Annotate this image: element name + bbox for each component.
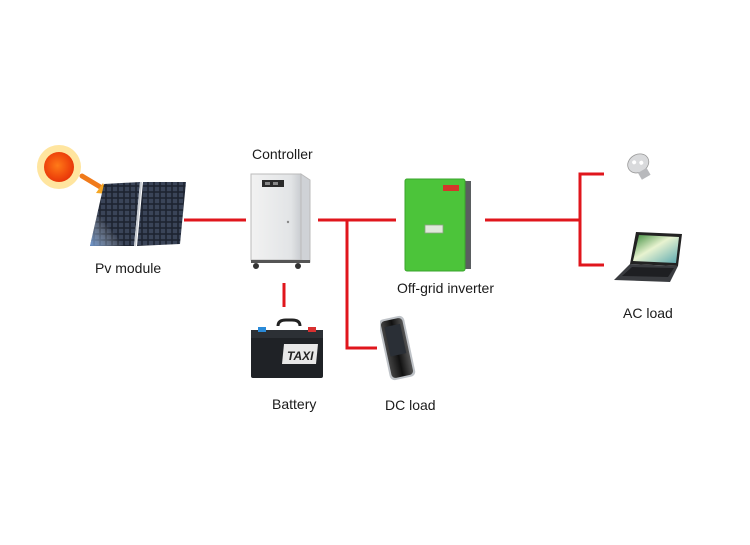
inverter-icon <box>403 177 475 278</box>
solar-panel-icon <box>88 180 188 255</box>
wire-ac-bus <box>578 172 604 267</box>
battery-brand-text: TAXI <box>287 349 314 363</box>
pv-module-label: Pv module <box>95 260 162 276</box>
wire-dc-load <box>345 220 377 350</box>
dc-load-label: DC load <box>385 397 436 413</box>
controller-cabinet-icon <box>248 170 316 275</box>
off-grid-inverter-label: Off-grid inverter <box>397 280 494 296</box>
controller-label: Controller <box>252 146 313 162</box>
battery-label: Battery <box>272 396 317 412</box>
laptop-icon <box>612 230 684 291</box>
mobile-phone-icon <box>378 315 420 390</box>
led-bulb-icon <box>620 150 656 189</box>
battery-icon: TAXI <box>248 318 326 387</box>
sun-icon <box>36 144 82 190</box>
ac-load-label: AC load <box>623 305 673 321</box>
